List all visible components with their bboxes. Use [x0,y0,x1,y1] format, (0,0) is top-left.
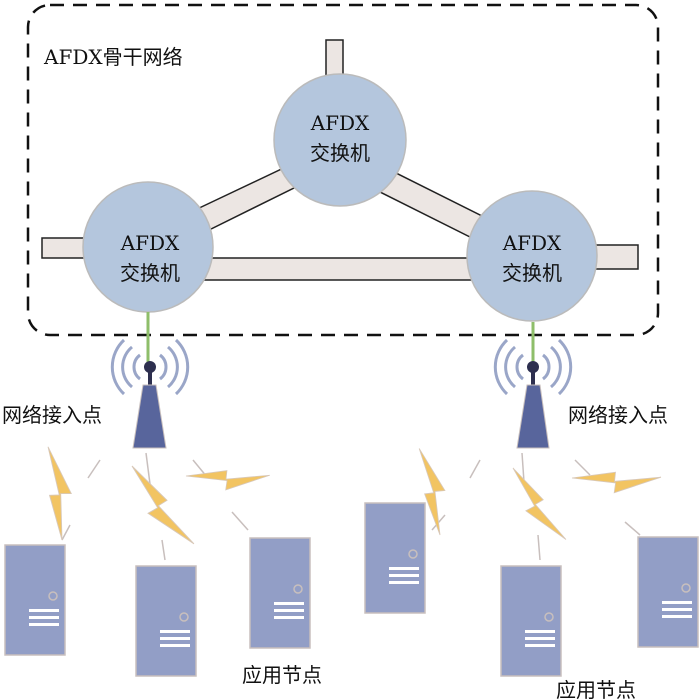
application-node-server[interactable] [135,565,197,677]
access-point-right [493,322,573,449]
application-node-server[interactable] [364,502,426,614]
switch-left[interactable]: AFDX 交换机 [82,181,214,313]
lightning-bolt-icon [512,461,567,546]
svg-text:交换机: 交换机 [502,261,562,285]
backbone-boundary [26,3,660,337]
application-node-server[interactable] [500,565,562,677]
application-node-server[interactable] [4,544,66,656]
svg-text:交换机: 交换机 [120,261,180,285]
svg-text:AFDX: AFDX [310,111,370,135]
application-node-server[interactable] [637,536,699,648]
antenna-tower-icon [132,384,167,449]
node-label-right: 应用节点 [556,678,636,700]
lightning-bolt-icon [185,440,271,511]
svg-text:AFDX: AFDX [502,231,562,255]
wireless-bolts [19,440,662,553]
svg-text:AFDX: AFDX [120,231,180,255]
svg-text:交换机: 交换机 [310,141,370,165]
lightning-bolt-icon [571,440,662,516]
switch-right[interactable]: AFDX 交换机 [466,190,598,322]
link-stub-left [41,237,88,259]
switch-top[interactable]: AFDX 交换机 [273,73,407,207]
lightning-bolt-icon [19,446,91,541]
wireless-links [61,452,641,561]
backbone-title: AFDX骨干网络 [43,45,183,69]
application-node-server[interactable] [249,537,311,649]
access-point-label-left: 网络接入点 [2,403,102,427]
access-point-label-right: 网络接入点 [568,403,668,427]
antenna-tower-icon [516,384,550,449]
lightning-bolt-icon [131,457,195,553]
node-label-left: 应用节点 [242,663,322,687]
access-point-left [110,312,190,449]
link-stub-right [591,244,639,270]
link-left-right [199,257,481,281]
